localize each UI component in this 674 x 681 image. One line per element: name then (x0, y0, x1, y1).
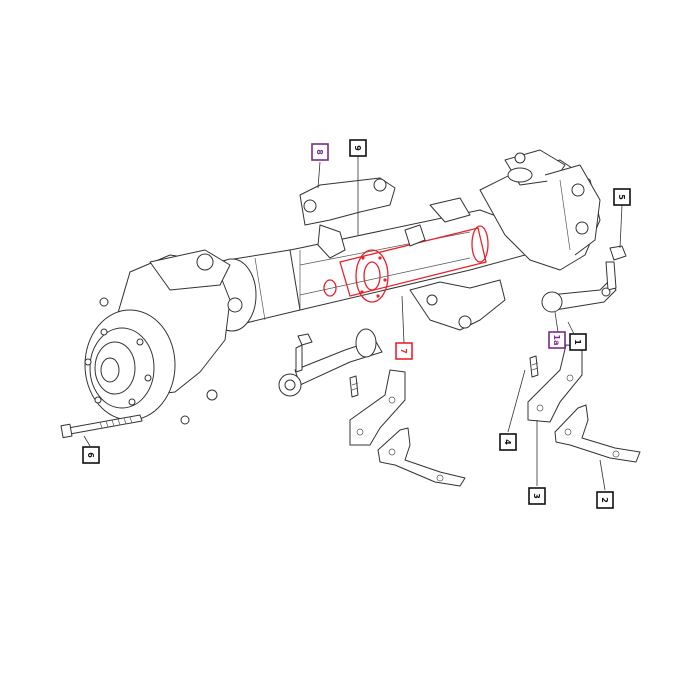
svg-text:3: 3 (532, 493, 541, 499)
callout-1: 1 (569, 333, 587, 351)
callout-4: 4 (499, 433, 517, 451)
callout-6: 6 (82, 446, 100, 464)
right-bracket-upper (527, 344, 583, 423)
small-bolt-right (529, 355, 539, 378)
axle-tube-highlight (323, 225, 489, 303)
callout-1a: 1a (548, 331, 566, 349)
callout-2: 2 (596, 491, 614, 509)
right-tie-rod (541, 245, 627, 313)
differential-bracket (299, 177, 471, 259)
callout-5: 5 (613, 188, 631, 206)
svg-text:8: 8 (315, 149, 324, 155)
bolt-part-6 (60, 414, 143, 439)
right-bracket-lower (554, 404, 641, 463)
callout-7: 7 (395, 342, 413, 360)
svg-text:9: 9 (353, 145, 362, 151)
lower-right-bracket (409, 279, 506, 331)
callout-8: 9 (349, 139, 367, 157)
right-knuckle (479, 149, 601, 271)
left-bracket-lower (377, 427, 466, 487)
left-tie-rod (278, 328, 383, 397)
callout-3: 3 (528, 487, 546, 505)
small-bolt-left (349, 375, 359, 398)
svg-text:1a: 1a (552, 335, 561, 346)
svg-text:2: 2 (600, 497, 609, 503)
svg-text:4: 4 (503, 439, 512, 445)
tube-outline (339, 227, 487, 297)
svg-text:6: 6 (86, 452, 95, 458)
callout-9: 8 (311, 143, 329, 161)
svg-text:5: 5 (617, 194, 626, 200)
svg-text:7: 7 (399, 348, 408, 354)
leader-lines (83, 156, 623, 491)
left-bracket-upper (349, 369, 406, 446)
wheel-hub (84, 297, 176, 421)
svg-text:1: 1 (573, 339, 582, 345)
